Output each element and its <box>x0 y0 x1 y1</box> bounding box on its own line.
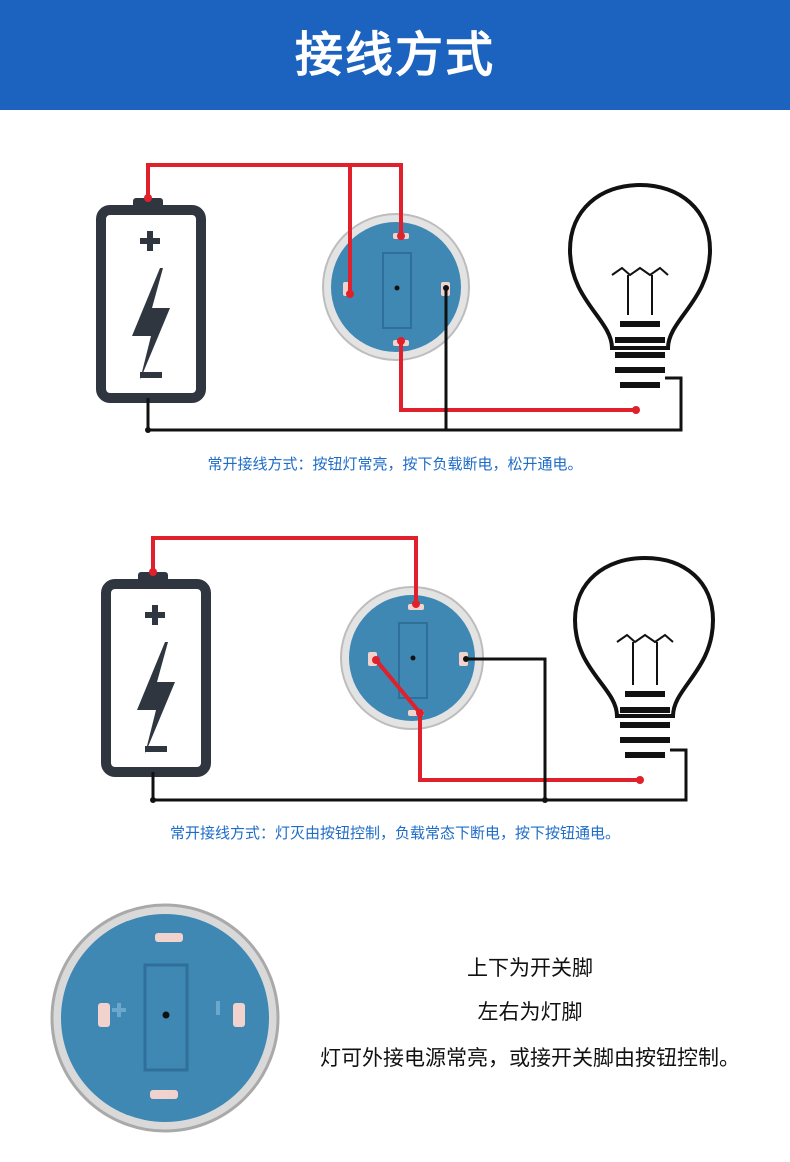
note-switch-pins: 上下为开关脚 <box>467 956 593 980</box>
button-switch-icon <box>340 586 484 730</box>
battery-icon <box>96 198 206 403</box>
note-lamp-power: 灯可外接电源常亮，或接开关脚由按钮控制。 <box>320 1046 740 1070</box>
button-closeup <box>50 903 280 1133</box>
light-bulb-icon <box>567 182 713 388</box>
header-banner <box>0 0 790 110</box>
wire-red <box>146 163 636 412</box>
wire-black <box>146 288 683 432</box>
battery-icon <box>101 572 211 777</box>
button-switch-icon <box>50 903 280 1133</box>
wiring-diagram-2 <box>101 536 716 803</box>
wire-black <box>151 657 688 802</box>
button-switch-icon <box>322 213 470 361</box>
note-lamp-pins: 左右为灯脚 <box>477 1000 583 1024</box>
wiring-diagram-1 <box>96 163 713 433</box>
page-title: 接线方式 <box>294 27 495 83</box>
light-bulb-icon <box>572 555 716 758</box>
diagram-2-caption: 常开接线方式：灯灭由按钮控制，负载常态下断电，按下按钮通电。 <box>169 824 620 842</box>
diagram-1-caption: 常开接线方式：按钮灯常亮，按下负载断电，松开通电。 <box>207 455 583 473</box>
wire-red <box>151 536 640 782</box>
